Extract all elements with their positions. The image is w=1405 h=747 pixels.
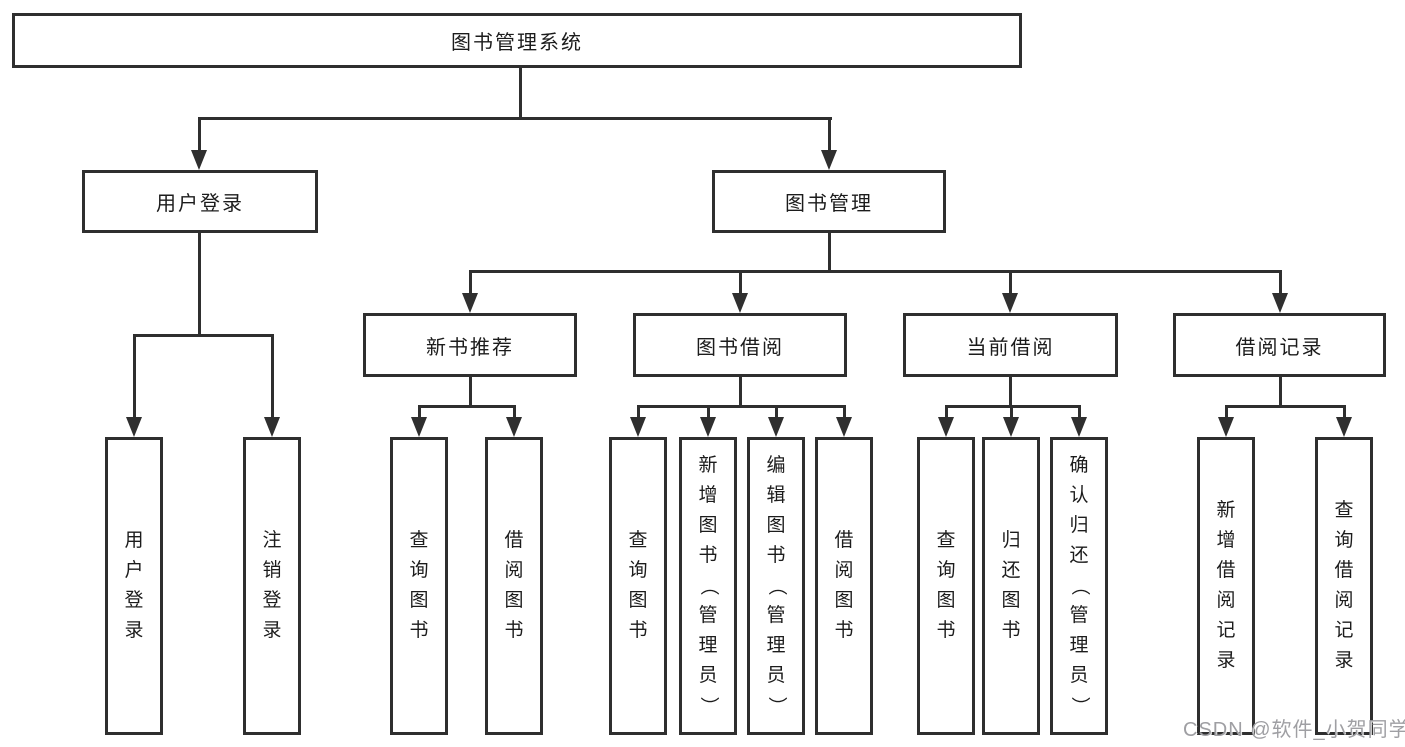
connector-line — [739, 377, 742, 408]
connector-line — [519, 66, 522, 118]
arrow-down — [1071, 407, 1087, 437]
node-current-borrowing-label: 当前借阅 — [966, 336, 1055, 359]
connector-line — [198, 232, 201, 337]
leaf-rec-query-books: 查询图书 — [390, 437, 448, 735]
connector-line — [469, 270, 1282, 273]
leaf-bb-query-books: 查询图书 — [609, 437, 667, 735]
leaf-bb-edit-books: 编辑图书（管理员） — [747, 437, 805, 735]
leaf-br-add-record: 新增借阅记录 — [1197, 437, 1255, 735]
node-book-borrowing: 图书借阅 — [633, 313, 847, 377]
leaf-cb-confirm-return-label: 确认归还（管理员） — [1069, 455, 1090, 716]
arrow-down — [1272, 272, 1288, 313]
leaf-cb-return-books: 归还图书 — [982, 437, 1040, 735]
arrow-down — [506, 407, 522, 437]
csdn-watermark: CSDN @软件_小贺同学 — [1183, 719, 1405, 741]
arrow-down — [126, 336, 142, 437]
leaf-rec-query-books-label: 查询图书 — [409, 530, 429, 641]
leaf-logout-label: 注销登录 — [262, 530, 282, 641]
arrow-down — [264, 336, 280, 437]
connector-line — [945, 405, 1081, 408]
leaf-rec-borrow-books: 借阅图书 — [485, 437, 543, 735]
node-book-borrowing-label: 图书借阅 — [696, 336, 784, 359]
node-borrowing-records: 借阅记录 — [1173, 313, 1386, 377]
leaf-logout: 注销登录 — [243, 437, 301, 735]
leaf-bb-borrow-books-label: 借阅图书 — [834, 530, 854, 641]
leaf-cb-query-books: 查询图书 — [917, 437, 975, 735]
leaf-bb-add-books: 新增图书（管理员） — [679, 437, 737, 735]
connector-line — [1009, 377, 1012, 408]
arrow-down — [1218, 407, 1234, 437]
node-user-login: 用户登录 — [82, 170, 318, 233]
leaf-bb-borrow-books: 借阅图书 — [815, 437, 873, 735]
leaf-rec-borrow-books-label: 借阅图书 — [504, 530, 524, 641]
node-root-label: 图书管理系统 — [451, 32, 583, 54]
leaf-user-login-label: 用户登录 — [124, 530, 144, 641]
arrow-down — [836, 407, 852, 437]
node-book-management-label: 图书管理 — [785, 193, 873, 215]
connector-line — [1279, 377, 1282, 408]
arrow-down — [1002, 272, 1018, 313]
arrow-down — [411, 407, 427, 437]
leaf-bb-add-books-label: 新增图书（管理员） — [698, 455, 719, 716]
arrow-down — [462, 272, 478, 313]
leaf-user-login: 用户登录 — [105, 437, 163, 735]
connector-line — [828, 232, 831, 272]
node-current-borrowing: 当前借阅 — [903, 313, 1118, 377]
leaf-bb-edit-books-label: 编辑图书（管理员） — [766, 455, 787, 716]
arrow-down — [1336, 407, 1352, 437]
node-new-book-recommend: 新书推荐 — [363, 313, 577, 377]
arrow-down — [732, 272, 748, 313]
connector-line — [418, 405, 516, 408]
arrow-down — [821, 118, 837, 170]
connector-line — [133, 334, 274, 337]
connector-line — [1225, 405, 1346, 408]
connector-line — [198, 117, 832, 120]
leaf-br-query-record-label: 查询借阅记录 — [1334, 500, 1354, 671]
node-user-login-label: 用户登录 — [156, 193, 244, 215]
node-book-management: 图书管理 — [712, 170, 946, 233]
arrow-down — [700, 407, 716, 437]
leaf-cb-return-books-label: 归还图书 — [1001, 530, 1021, 641]
node-new-book-recommend-label: 新书推荐 — [426, 336, 514, 359]
leaf-bb-query-books-label: 查询图书 — [628, 530, 648, 641]
arrow-down — [191, 118, 207, 170]
leaf-br-add-record-label: 新增借阅记录 — [1216, 500, 1236, 671]
leaf-cb-query-books-label: 查询图书 — [936, 530, 956, 641]
node-borrowing-records-label: 借阅记录 — [1235, 336, 1324, 359]
arrow-down — [938, 407, 954, 437]
leaf-cb-confirm-return: 确认归还（管理员） — [1050, 437, 1108, 735]
connector-line — [637, 405, 846, 408]
node-root: 图书管理系统 — [12, 13, 1022, 68]
leaf-br-query-record: 查询借阅记录 — [1315, 437, 1373, 735]
connector-line — [469, 377, 472, 408]
arrow-down — [630, 407, 646, 437]
arrow-down — [768, 407, 784, 437]
arrow-down — [1003, 407, 1019, 437]
